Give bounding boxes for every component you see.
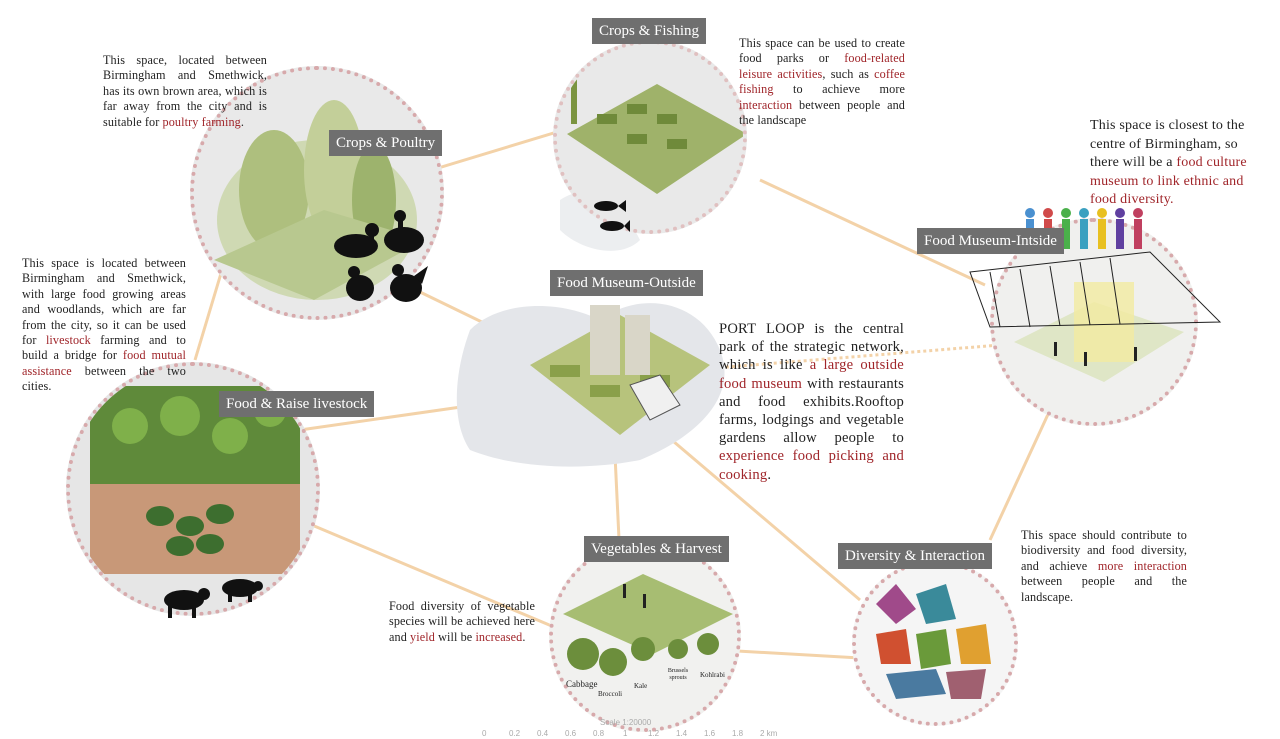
veg-label-kohlrabi: Kohlrabi	[700, 671, 725, 679]
scale-tick: 0.2	[509, 729, 521, 738]
scale-tick: 0.4	[537, 729, 549, 738]
scale-tick: 0.6	[565, 729, 577, 738]
cow-pig-icon	[164, 579, 263, 618]
scale-tick: 2 km	[760, 729, 778, 738]
veg-label-cabbage: Cabbage	[566, 679, 598, 689]
map-silhouette-north	[560, 192, 640, 251]
connector-outside-diversity	[659, 428, 861, 602]
veg-label-kale: Kale	[634, 682, 648, 690]
description-text: .	[240, 114, 245, 129]
description-text: PORT LOOP is the central park of the str…	[719, 321, 904, 374]
museum-inside-label: Food Museum-Intside	[917, 228, 1064, 254]
description-text: .	[522, 629, 526, 644]
vegetables-harvest-description: Food diversity of vegetable species will…	[389, 599, 535, 645]
description-text: farming and to build a bridge for	[22, 333, 186, 363]
crops-fishing-illustration	[567, 64, 743, 194]
highlight-text: yield	[410, 629, 435, 644]
description-text: This space should contribute to biodiver…	[1021, 528, 1187, 573]
diversity-origami-animals	[876, 584, 991, 699]
scale-tick: 0.8	[593, 729, 605, 738]
highlight-text: coffee fishing	[739, 66, 905, 97]
raise-livestock-illustration	[90, 386, 300, 574]
raise-livestock-label: Food & Raise livestock	[219, 391, 375, 417]
description-text: with restaurants and food exhibits.Rooft…	[719, 375, 905, 447]
museum-inside-description: This space is closest to the centre of B…	[1090, 117, 1258, 210]
diversity-interaction-label: Diversity & Interaction	[838, 543, 992, 569]
connector-livestock-poultry	[193, 259, 227, 361]
description-text: This space is closest to the centre of B…	[1090, 118, 1245, 170]
veg-label-broccoli: Broccoli	[598, 690, 623, 698]
raise-livestock-description: This space is located between Birmingham…	[22, 256, 186, 395]
description-text: .	[767, 466, 772, 483]
highlight-text: a large outside food museum	[719, 357, 904, 392]
scale-tick: 1.8	[732, 729, 744, 738]
connector-outside-inside	[689, 343, 1001, 372]
description-text: between people and the landscape	[739, 97, 905, 128]
highlight-text: food-related leisure activities	[739, 51, 905, 81]
museum-outside-label: Food Museum-Outside	[550, 270, 703, 296]
description-text: This space is located between Birmingham…	[22, 256, 186, 348]
highlight-text: increased	[475, 629, 523, 644]
description-text: between people and the landscape.	[1021, 574, 1187, 604]
description-text: Food diversity of vegetable species will…	[389, 599, 535, 644]
building-sketch-icon	[969, 251, 1222, 328]
description-text: This space can be used to create food pa…	[739, 36, 905, 66]
description-text: between the two cities.	[22, 363, 186, 394]
museum-inside-illustration	[1014, 282, 1184, 382]
scale-tick: 1.2	[648, 729, 660, 738]
connector-livestock-vegetables	[299, 518, 586, 642]
connector-vegetables-diversity	[719, 648, 861, 660]
description-text: , such as	[822, 66, 875, 81]
highlight-text: poultry farming	[162, 114, 241, 129]
scale-tick: 1	[623, 729, 628, 738]
description-text: to achieve more	[773, 82, 905, 97]
highlight-text: food culture museum to link ethnic and f…	[1090, 155, 1247, 207]
scale-tick: 1.4	[676, 729, 688, 738]
highlight-text: interaction	[739, 97, 793, 112]
fish-silhouettes	[594, 200, 630, 232]
crops-poultry-description: This space, located between Birmingham a…	[103, 53, 267, 130]
vegetables-harvest-illustration	[563, 574, 733, 676]
diversity-interaction-circle	[852, 560, 1018, 726]
vegetables-harvest-circle	[549, 540, 741, 732]
museum-outside-model	[530, 305, 710, 435]
scale-tick: 0	[482, 729, 487, 738]
connector-fishing-inside	[759, 178, 986, 287]
highlight-text: more interaction	[1097, 558, 1187, 573]
vegetables-harvest-label: Vegetables & Harvest	[584, 536, 729, 562]
connector-inside-diversity	[988, 409, 1052, 541]
highlight-text: experience food picking and cooking	[719, 448, 904, 483]
scale-tick: 1.6	[704, 729, 716, 738]
description-text: This space, located between Birmingham a…	[103, 53, 267, 129]
crops-fishing-description: This space can be used to create food pa…	[739, 36, 905, 128]
highlight-text: livestock	[45, 333, 91, 348]
highlight-text: food mutual assistance	[22, 348, 186, 378]
scale-ticks: 0 0.2 0.4 0.6 0.8 1 1.2 1.4 1.6 1.8 2 km	[482, 729, 782, 739]
poultry-icon	[334, 210, 428, 302]
museum-outside-illustration	[530, 295, 710, 455]
veg-label-brussels-sprouts: Brussels sprouts	[667, 668, 689, 681]
livestock-silhouettes	[158, 572, 268, 620]
crops-fishing-label: Crops & Fishing	[592, 18, 707, 44]
fish-icon	[590, 196, 630, 236]
crops-poultry-label: Crops & Poultry	[329, 130, 443, 156]
crops-fishing-circle	[553, 40, 747, 234]
museum-outside-description: PORT LOOP is the central park of the str…	[719, 320, 904, 484]
poultry-silhouettes	[322, 206, 432, 311]
description-text: will be	[434, 629, 476, 644]
museum-building-sketch	[930, 242, 1230, 332]
scale-title: Scale 1:20000	[600, 718, 652, 727]
diversity-interaction-description: This space should contribute to biodiver…	[1021, 528, 1187, 605]
